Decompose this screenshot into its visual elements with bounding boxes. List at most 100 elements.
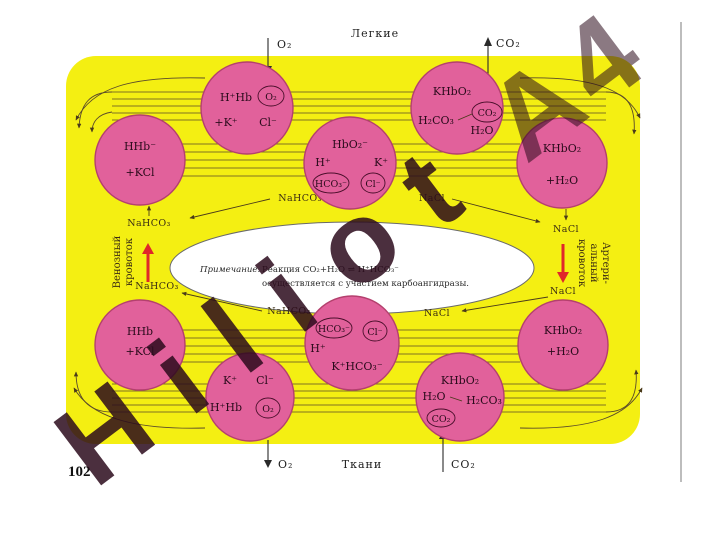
- connector-nacl-right: [451, 198, 541, 223]
- lung-cell-hhb-o2: H⁺Hb O₂ +K⁺ Cl⁻: [200, 61, 294, 155]
- curve-top-right-outer: [519, 77, 641, 119]
- cell-text-h2o: H₂O: [422, 390, 445, 403]
- tissue-cell-hhb-o2: K⁺ Cl⁻ H⁺Hb O₂: [205, 352, 295, 442]
- cell-text-kcl: +KCl: [125, 345, 155, 358]
- cell-circle: [517, 299, 609, 391]
- co2-out-label: CO₂: [496, 37, 521, 50]
- note-ellipse: Примечание. Реакция CO₂+H₂O ⇌ H⁺HCO₃⁻ ос…: [169, 221, 535, 315]
- o2-out-label: O₂: [278, 458, 293, 471]
- venous-label-line2: кровоток: [124, 237, 135, 286]
- connector-tissue-nacl: [461, 296, 549, 313]
- connector-tissue-nahco3: [181, 291, 263, 312]
- note-line1: Реакция CO₂+H₂O ⇌ H⁺HCO₃⁻: [262, 265, 399, 275]
- o2-out-arrowhead: [264, 460, 272, 468]
- note-line2: осуществляется с участием карбоангидразы…: [262, 278, 469, 289]
- arterial-flow-upper: NaCl: [553, 224, 579, 235]
- cl-ring: [360, 172, 386, 194]
- connector-nahco3-left: [189, 198, 271, 220]
- cell-text-h2co3: H₂CO₃: [418, 114, 454, 127]
- tissues-outer-bundle: [112, 383, 606, 413]
- cell-text-cl: Cl⁻: [367, 327, 382, 338]
- cell-text-h2co3: H₂CO₃: [466, 394, 502, 407]
- lung-cell-hhb: HHb⁻ +KCl: [94, 114, 186, 206]
- venous-red-arrowhead: [142, 243, 154, 254]
- cell-circle: [304, 295, 400, 391]
- curve-top-left-outer: [75, 77, 206, 121]
- cell-text-hco3: HCO₃⁻: [318, 324, 350, 335]
- hco3-ring: [315, 317, 353, 339]
- lung-cell-center: HbO₂⁻ H⁺ K⁺ HCO₃⁻ Cl⁻: [303, 116, 397, 210]
- lung-cell-khbo2-co2: KHbO₂ CO₂ H₂CO₃ H₂O: [410, 61, 504, 155]
- tissue-cell-hhb: HHb +KCl: [94, 299, 186, 391]
- note-lead: Примечание.: [199, 265, 260, 275]
- arterial-label-line2: альный: [588, 243, 599, 282]
- page-number: 102: [68, 464, 91, 480]
- tissues-label: Ткани: [342, 458, 382, 471]
- cell-text-hhb: HHb: [127, 325, 153, 338]
- hco3-ring: [312, 172, 350, 194]
- co2-ring: [426, 408, 456, 428]
- cell-circle: [410, 61, 504, 155]
- cell-text-cl: Cl⁻: [259, 116, 277, 129]
- cell-text-khbo2: KHbO₂: [441, 374, 479, 387]
- arterial-flow-lower: NaCl: [550, 286, 576, 297]
- flow-connectors: [146, 198, 569, 313]
- curve-top-right: [605, 91, 637, 135]
- curve-top-left: [77, 91, 113, 129]
- cell-text-o2: O₂: [265, 92, 277, 103]
- lungs-label: Легкие: [351, 27, 399, 40]
- o2-in-label: O₂: [277, 38, 292, 51]
- cell-text-cl: Cl⁻: [256, 374, 274, 387]
- cell-text-h2o: H₂O: [470, 124, 493, 137]
- cell-circle: [200, 61, 294, 155]
- venous-flow-lower: NaHCO₃: [135, 281, 179, 292]
- cell-text-khbo2: KHbO₂: [544, 324, 582, 337]
- cell-text-h2o: +H₂O: [546, 174, 578, 187]
- cell-text-hco3: HCO₃⁻: [315, 179, 347, 190]
- cell-text-co2: CO₂: [478, 108, 497, 119]
- arterial-flow: Артери- альный кровоток NaCl NaCl: [550, 224, 611, 297]
- cell-text-h2o: +H₂O: [547, 345, 579, 358]
- venous-label-line1: Венозный: [112, 235, 123, 288]
- venous-flow-upper: NaHCO₃: [127, 218, 171, 229]
- lungs-flow-nahco3: NaHCO₃: [278, 193, 322, 204]
- cell-text-hbo2: HbO₂⁻: [332, 138, 368, 151]
- cell-circle: [303, 116, 397, 210]
- cell-text-k: K⁺: [223, 374, 237, 387]
- cell-text-kcl: +KCl: [125, 166, 155, 179]
- curve-bottom-left-outer: [73, 387, 206, 429]
- curve-top-left-inner: [89, 111, 113, 133]
- reaction-link: [457, 113, 473, 121]
- cell-text-hhb: H⁺Hb: [210, 401, 242, 414]
- circulation-curves: [73, 77, 643, 429]
- cell-text-khco3: K⁺HCO₃⁻: [331, 360, 382, 373]
- tissues-flow-nacl: NaCl: [424, 308, 450, 319]
- cell-text-k: K⁺: [374, 156, 388, 169]
- cell-text-hhb: H⁺Hb: [220, 91, 252, 104]
- curve-bottom-right-outer: [519, 387, 643, 429]
- tissue-cell-khbo2: KHbO₂ +H₂O: [517, 299, 609, 391]
- cell-text-hhb: HHb⁻: [124, 140, 156, 153]
- arterial-label-line3: кровоток: [576, 239, 587, 288]
- cell-circle: [205, 352, 295, 442]
- o2-ring: [257, 85, 285, 107]
- cell-text-cl: Cl⁻: [365, 179, 380, 190]
- cell-text-o2: O₂: [262, 404, 274, 415]
- cell-circle: [415, 352, 505, 442]
- o2-ring: [255, 397, 281, 419]
- curve-bottom-right: [605, 369, 639, 413]
- lung-cell-khbo2: KHbO₂ +H₂O: [516, 117, 608, 209]
- cell-text-h: H⁺: [310, 342, 326, 355]
- co2-out-arrowhead: [484, 37, 492, 46]
- arterial-label-line1: Артери-: [600, 242, 611, 284]
- tissue-cell-khbo2-co2: KHbO₂ H₂O H₂CO₃ CO₂: [415, 352, 505, 442]
- co2-ring: [471, 101, 503, 123]
- cell-text-k: +K⁺: [214, 116, 237, 129]
- cell-text-khbo2: KHbO₂: [543, 142, 581, 155]
- arterial-red-arrowhead: [557, 272, 569, 283]
- cell-circle: [516, 117, 608, 209]
- cell-circle: [94, 299, 186, 391]
- tissue-cell-center: HCO₃⁻ Cl⁻ H⁺ K⁺HCO₃⁻: [304, 295, 400, 391]
